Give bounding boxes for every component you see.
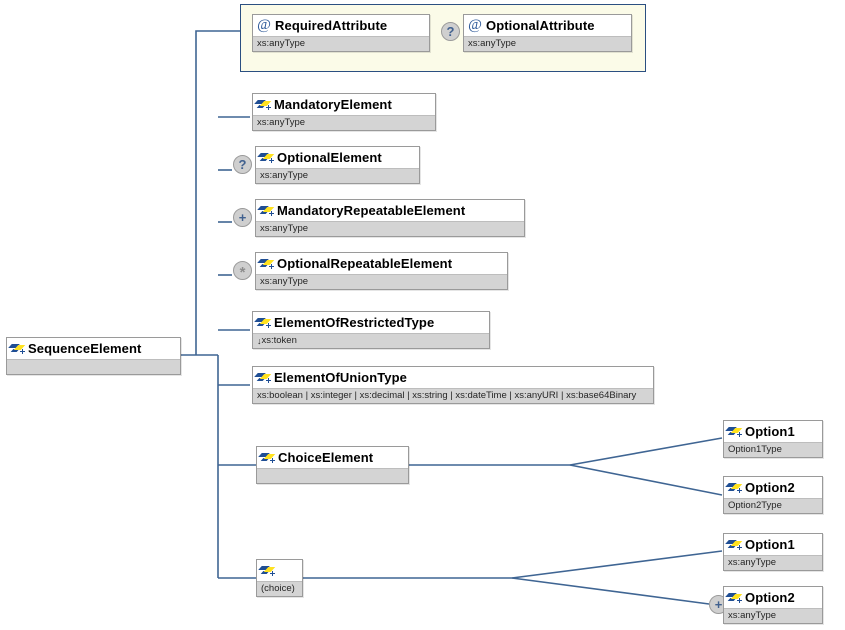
- node-optional-attribute[interactable]: @ OptionalAttribute xs:anyType: [463, 14, 632, 52]
- node-mandatory-element[interactable]: MandatoryElement xs:anyType: [252, 93, 436, 131]
- node-group-option1[interactable]: Option1 xs:anyType: [723, 533, 823, 571]
- node-title: Option2: [724, 587, 822, 608]
- node-typebar: xs:anyType: [464, 36, 631, 51]
- node-title: Option2: [724, 477, 822, 498]
- node-choice-option2[interactable]: Option2 Option2Type: [723, 476, 823, 514]
- node-typebar: xs:anyType: [253, 36, 429, 51]
- node-typebar: Option1Type: [724, 442, 822, 457]
- node-label: Option2: [745, 590, 795, 605]
- node-title: SequenceElement: [7, 338, 180, 359]
- node-typebar: Option2Type: [724, 498, 822, 513]
- node-sequence-element[interactable]: SequenceElement: [6, 337, 181, 375]
- element-icon: [8, 342, 26, 356]
- node-title: ElementOfUnionType: [253, 367, 653, 388]
- node-type: xs:anyType: [260, 276, 309, 287]
- at-icon: @: [468, 16, 482, 33]
- element-icon: [725, 538, 743, 552]
- node-type: xs:anyType: [260, 170, 309, 181]
- element-icon: [258, 451, 276, 465]
- node-label: ElementOfRestrictedType: [274, 315, 435, 330]
- node-type: xs:token: [261, 335, 297, 346]
- node-label: RequiredAttribute: [275, 18, 388, 33]
- node-type: Option2Type: [728, 500, 782, 511]
- element-icon: [257, 151, 275, 165]
- element-icon: [257, 257, 275, 271]
- occurrence-marker-zero-or-more: *: [233, 261, 252, 281]
- node-label: Option1: [745, 537, 795, 552]
- element-icon: [725, 425, 743, 439]
- occurrence-marker-one-or-more: +: [233, 208, 252, 227]
- node-type: xs:anyType: [728, 557, 777, 568]
- node-choice-element[interactable]: ChoiceElement: [256, 446, 409, 484]
- node-label: Option2: [745, 480, 795, 495]
- node-type: Option1Type: [728, 444, 782, 455]
- node-type: xs:anyType: [257, 117, 306, 128]
- node-type: xs:boolean | xs:integer | xs:decimal | x…: [257, 390, 637, 401]
- node-title: ChoiceElement: [257, 447, 408, 468]
- node-title: @ OptionalAttribute: [464, 15, 631, 36]
- node-typebar: xs:anyType: [256, 168, 419, 183]
- node-optional-repeatable-element[interactable]: OptionalRepeatableElement xs:anyType: [255, 252, 508, 290]
- node-label: ElementOfUnionType: [274, 370, 408, 385]
- node-label: OptionalAttribute: [486, 18, 595, 33]
- node-typebar: [257, 468, 408, 483]
- node-title: MandatoryElement: [253, 94, 435, 115]
- node-type: xs:anyType: [257, 38, 306, 49]
- node-choice-option1[interactable]: Option1 Option1Type: [723, 420, 823, 458]
- node-typebar: ↓ xs:token: [253, 333, 489, 348]
- at-icon: @: [257, 16, 271, 33]
- restriction-arrow-icon: ↓: [257, 335, 262, 346]
- element-icon: [258, 564, 276, 578]
- node-typebar: [7, 359, 180, 374]
- node-title: Option1: [724, 421, 822, 442]
- node-label: MandatoryRepeatableElement: [277, 203, 466, 218]
- node-typebar: xs:anyType: [724, 555, 822, 570]
- node-mandatory-repeatable-element[interactable]: MandatoryRepeatableElement xs:anyType: [255, 199, 525, 237]
- node-typebar: xs:anyType: [256, 274, 507, 289]
- occurrence-marker-optional: ?: [441, 22, 460, 41]
- node-type: xs:anyType: [260, 223, 309, 234]
- node-typebar: xs:boolean | xs:integer | xs:decimal | x…: [253, 388, 653, 403]
- node-label: ChoiceElement: [278, 450, 374, 465]
- node-optional-element[interactable]: OptionalElement xs:anyType: [255, 146, 420, 184]
- node-title: MandatoryRepeatableElement: [256, 200, 524, 221]
- node-element-of-restricted-type[interactable]: ElementOfRestrictedType ↓ xs:token: [252, 311, 490, 349]
- occurrence-marker-optional: ?: [233, 155, 252, 174]
- node-title: [257, 560, 302, 581]
- node-element-of-union-type[interactable]: ElementOfUnionType xs:boolean | xs:integ…: [252, 366, 654, 404]
- element-icon: [254, 98, 272, 112]
- node-label: OptionalRepeatableElement: [277, 256, 453, 271]
- node-label: OptionalElement: [277, 150, 382, 165]
- node-title: @ RequiredAttribute: [253, 15, 429, 36]
- node-title: OptionalRepeatableElement: [256, 253, 507, 274]
- node-type: (choice): [261, 583, 295, 594]
- node-title: OptionalElement: [256, 147, 419, 168]
- node-label: SequenceElement: [28, 341, 142, 356]
- node-group-option2[interactable]: Option2 xs:anyType: [723, 586, 823, 624]
- node-title: Option1: [724, 534, 822, 555]
- node-typebar: (choice): [257, 581, 302, 596]
- element-icon: [725, 481, 743, 495]
- node-type: xs:anyType: [728, 610, 777, 621]
- element-icon: [254, 371, 272, 385]
- node-choice-group[interactable]: (choice): [256, 559, 303, 597]
- node-label: Option1: [745, 424, 795, 439]
- node-typebar: xs:anyType: [253, 115, 435, 130]
- element-icon: [254, 316, 272, 330]
- node-typebar: xs:anyType: [724, 608, 822, 623]
- node-required-attribute[interactable]: @ RequiredAttribute xs:anyType: [252, 14, 430, 52]
- node-typebar: xs:anyType: [256, 221, 524, 236]
- element-icon: [725, 591, 743, 605]
- node-label: MandatoryElement: [274, 97, 392, 112]
- node-title: ElementOfRestrictedType: [253, 312, 489, 333]
- element-icon: [257, 204, 275, 218]
- node-type: xs:anyType: [468, 38, 517, 49]
